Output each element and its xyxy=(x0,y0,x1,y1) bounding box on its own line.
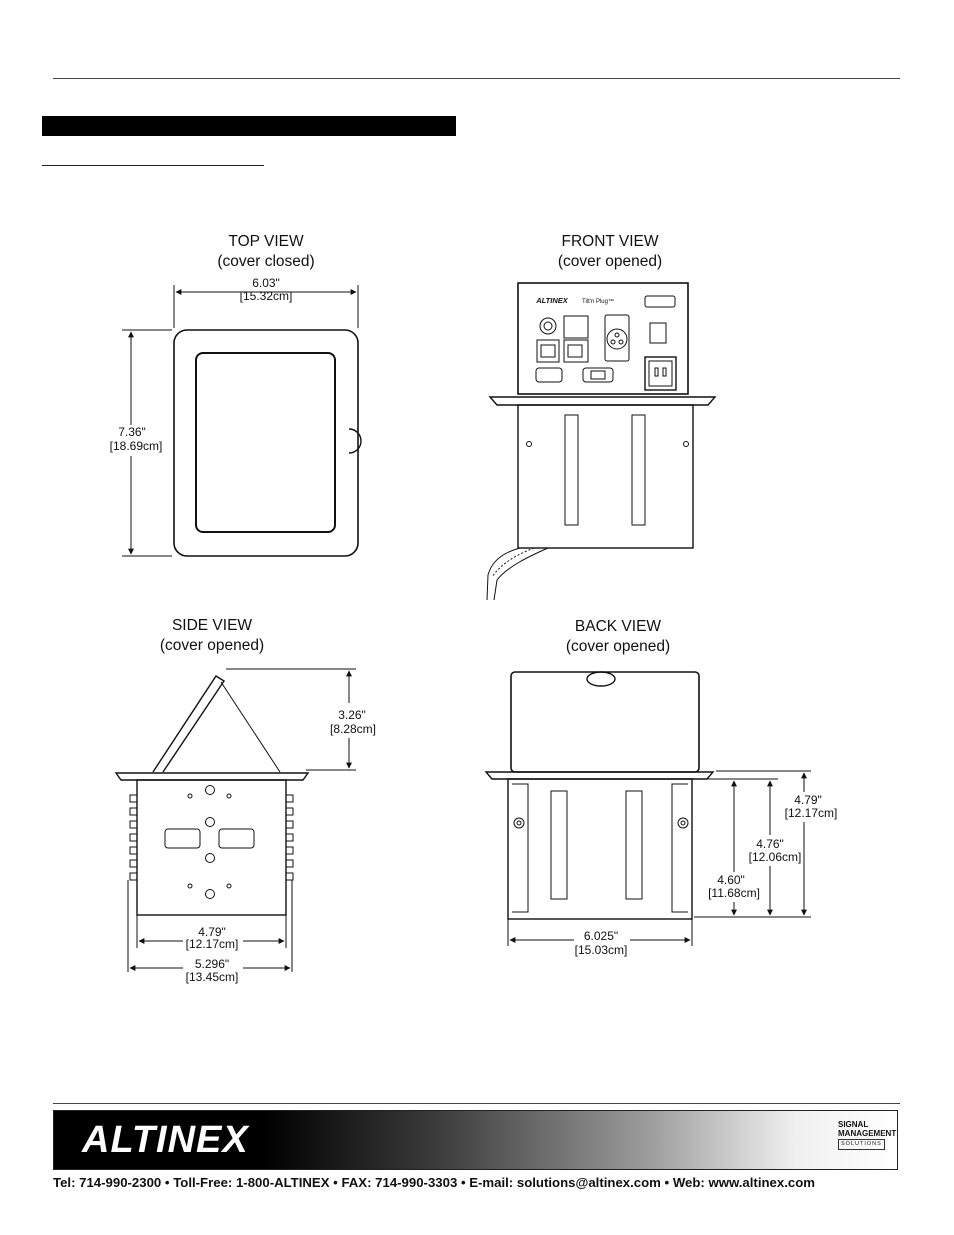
side-view-drawing xyxy=(114,668,356,972)
front-panel-brand: ALTINEX xyxy=(535,296,569,305)
back-view-drawing xyxy=(484,671,811,946)
top-height-in: 7.36" xyxy=(118,425,146,439)
back-view-title: BACK VIEW(cover opened) xyxy=(565,618,671,655)
contact-info: Tel: 714-990-2300 • Toll-Free: 1-800-ALT… xyxy=(53,1175,815,1190)
footer-rule xyxy=(53,1103,900,1104)
side-inner-width-in: 4.79" xyxy=(198,925,226,939)
back-width-in: 6.025" xyxy=(584,929,618,943)
top-width-cm: [15.32cm] xyxy=(240,289,293,303)
top-view-title: TOP VIEW(cover closed) xyxy=(217,233,315,270)
top-view-drawing xyxy=(122,285,362,557)
signal-management-solutions-logo: SIGNAL MANAGEMENT SOLUTIONS xyxy=(838,1120,896,1150)
section-title-bar xyxy=(42,116,456,136)
front-panel-model: Tilt'n Plug™ xyxy=(582,298,614,305)
footer-banner xyxy=(53,1110,898,1170)
back-depth-a-in: 4.79" xyxy=(794,793,822,807)
altinex-logo-text: ALTINEX xyxy=(82,1119,249,1161)
back-width-cm: [15.03cm] xyxy=(575,943,628,957)
side-height-in: 3.26" xyxy=(338,708,366,722)
altinex-logo: ALTINEX xyxy=(82,1119,249,1162)
technical-drawings: 6.03" [15.32cm] 7.36" [18.69cm] 3.26" [8… xyxy=(110,276,838,984)
back-depth-c-cm: [11.68cm] xyxy=(708,886,760,900)
back-depth-a-cm: [12.17cm] xyxy=(785,806,838,820)
back-depth-b-in: 4.76" xyxy=(756,837,784,851)
front-view-drawing xyxy=(486,282,717,601)
header-rule xyxy=(53,78,900,79)
top-width-in: 6.03" xyxy=(252,276,280,290)
side-view-title: SIDE VIEW(cover opened) xyxy=(159,617,265,654)
side-outer-width-in: 5.296" xyxy=(195,957,229,971)
back-depth-b-cm: [12.06cm] xyxy=(749,850,802,864)
side-height-cm: [8.28cm] xyxy=(330,722,376,736)
subsection-underline xyxy=(42,165,264,166)
side-outer-width-cm: [13.45cm] xyxy=(186,970,239,984)
back-depth-c-in: 4.60" xyxy=(717,873,745,887)
top-height-cm: [18.69cm] xyxy=(110,439,163,453)
front-view-title: FRONT VIEW(cover opened) xyxy=(557,233,663,270)
side-inner-width-cm: [12.17cm] xyxy=(186,937,239,951)
